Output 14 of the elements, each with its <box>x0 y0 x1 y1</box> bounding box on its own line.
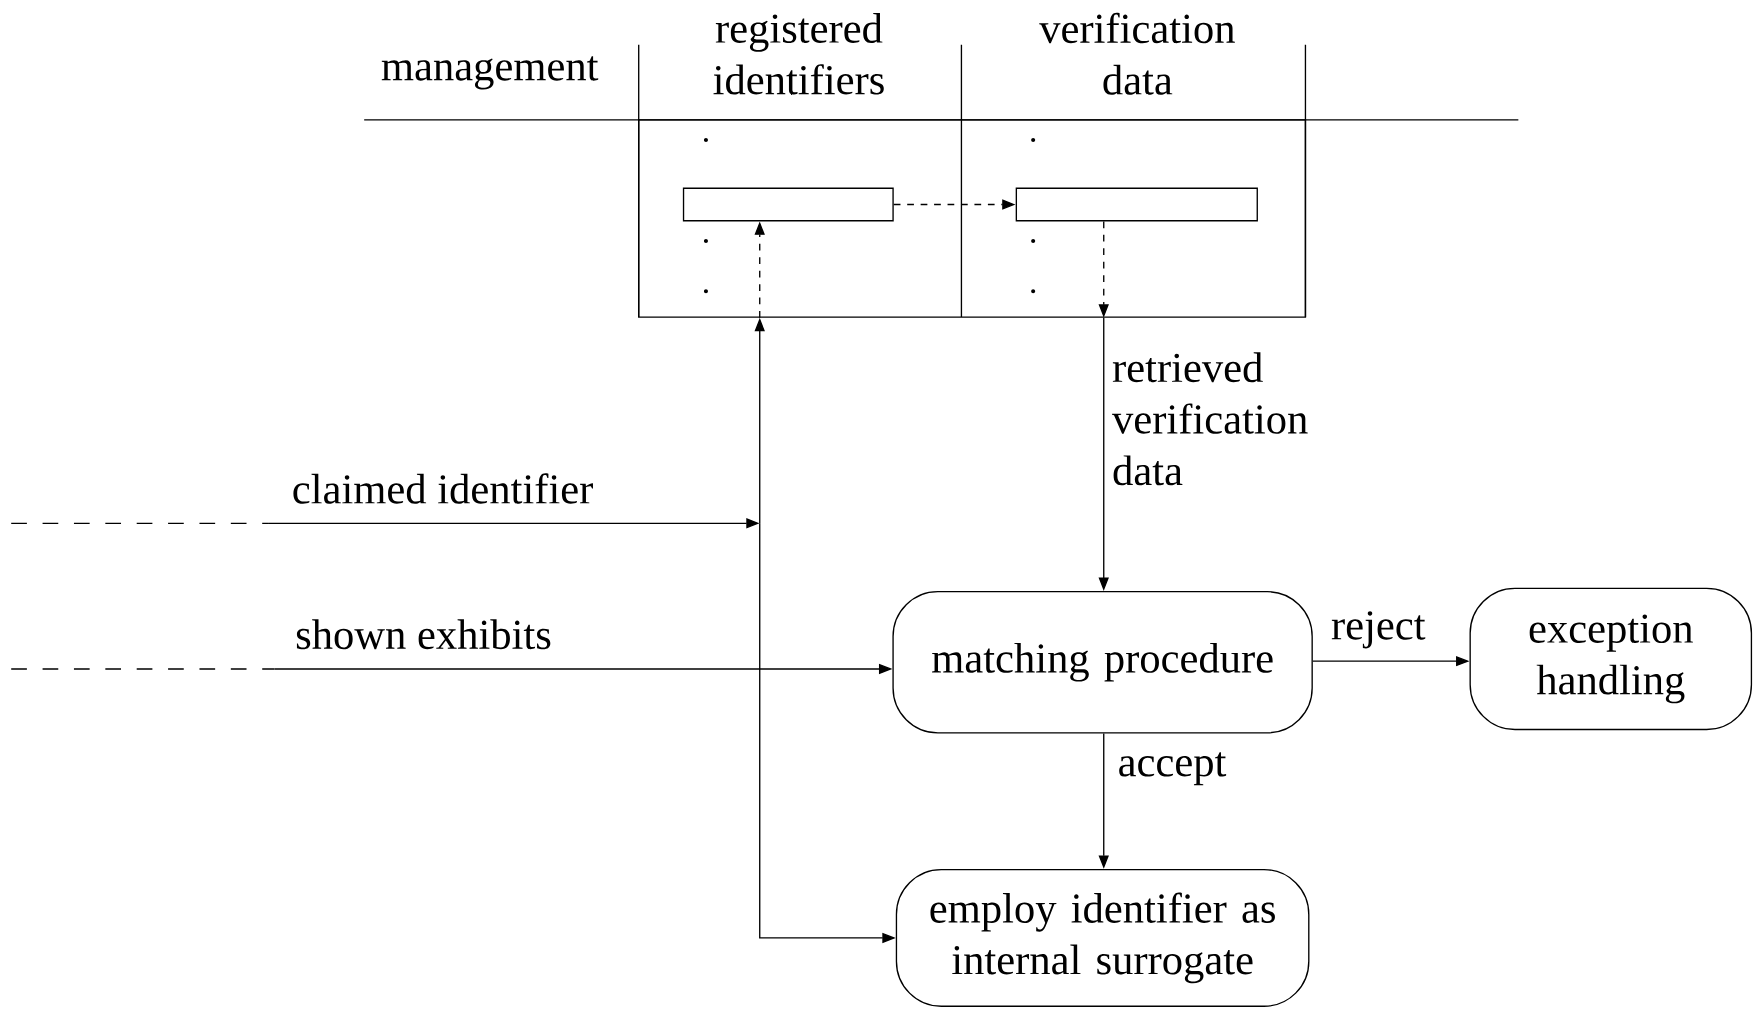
process-box: matching procedure <box>892 591 1313 734</box>
record-box <box>1015 187 1258 222</box>
edge-label: accept <box>1115 750 1229 788</box>
edge-label: shown exhibits <box>292 617 555 652</box>
record-box <box>682 187 894 222</box>
column-heading: verification data <box>1039 13 1235 95</box>
edge-label: retrieved verification data <box>1109 350 1339 488</box>
column-heading: management <box>381 56 599 90</box>
process-box: exception handling <box>1469 587 1753 731</box>
column-heading: registered identifiers <box>713 13 884 95</box>
process-box: employ identifier as internal surrogate <box>895 869 1310 1008</box>
table-frame <box>638 119 1307 318</box>
edge-label: reject <box>1328 609 1428 651</box>
edge-label: claimed identifier <box>289 471 596 507</box>
